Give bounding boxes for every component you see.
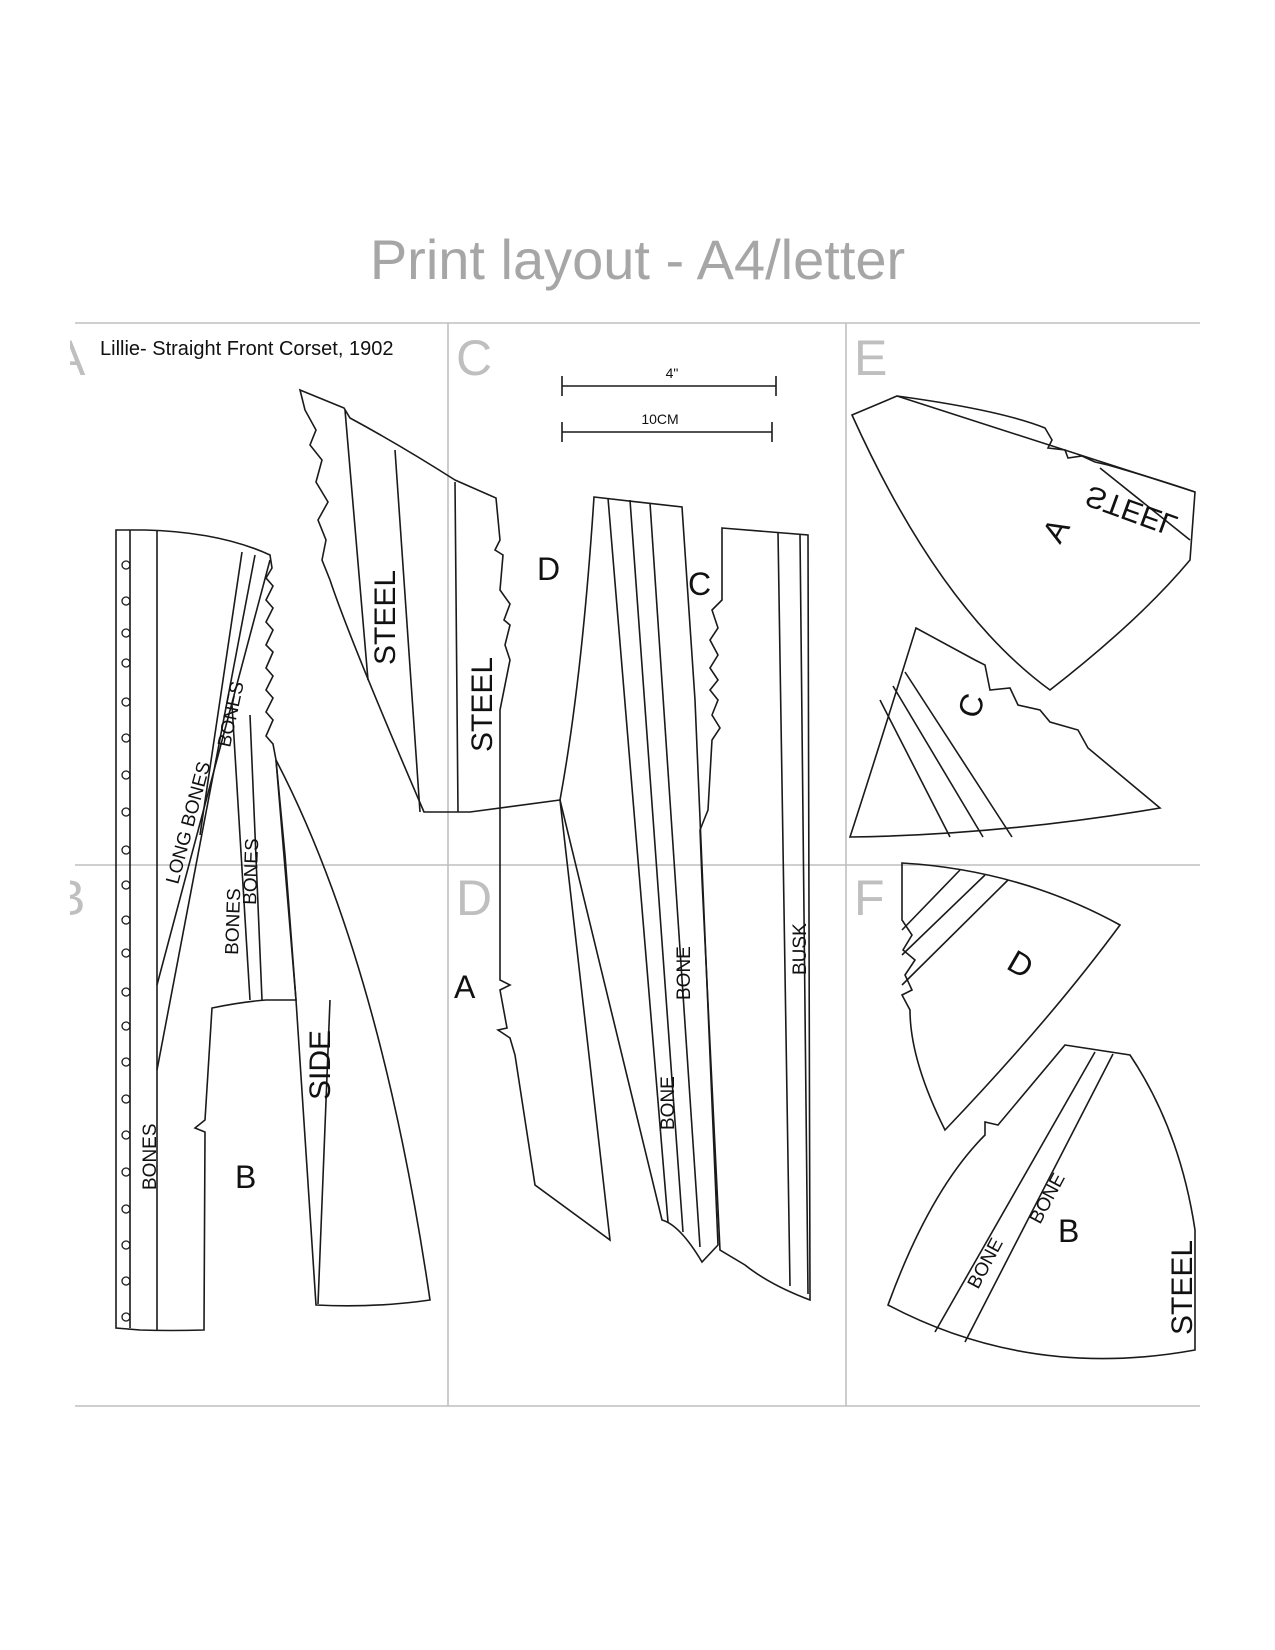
side-label: SIDE [304, 1030, 337, 1100]
bone-label: BONE [658, 1076, 679, 1130]
eyelet-holes [121, 560, 131, 1322]
pattern-piece-c: C BUSK [688, 527, 811, 1302]
busk-label: BUSK [790, 923, 811, 975]
pattern-piece-side: SIDE [275, 759, 431, 1307]
scale-bars: 4" 10CM [561, 365, 777, 442]
steel-label: STEEL [1166, 1240, 1199, 1335]
print-grid [75, 322, 1200, 1407]
scale-cm-label: 10CM [641, 411, 678, 427]
pattern-piece-a: STEEL STEEL A [298, 388, 612, 1242]
section-letter-c: C [456, 330, 492, 386]
bone-label: BONE [964, 1235, 1008, 1292]
piece-label-f-b: B [1058, 1213, 1079, 1249]
pattern-piece-d: D BONE BONE [537, 496, 719, 1264]
bones-label: BONES [222, 888, 245, 955]
bone-label: BONE [674, 946, 695, 1000]
pattern-piece-e-a: A STEEL [850, 395, 1196, 692]
piece-label-e-a: A [1035, 511, 1077, 548]
section-letter-f: F [854, 870, 885, 926]
pattern-piece-f-b: B BONE BONE STEEL [887, 1044, 1199, 1360]
steel-label: STEEL [369, 570, 402, 665]
section-letter-d: D [456, 870, 492, 926]
steel-label: STEEL [1081, 478, 1182, 542]
bones-label: BONES [240, 838, 263, 905]
piece-label-c: C [688, 566, 711, 602]
section-letter-a: A [52, 330, 86, 386]
bones-label: BONES [214, 680, 248, 749]
steel-label: STEEL [466, 657, 499, 752]
piece-label-d: D [537, 551, 560, 587]
pattern-piece-e-c: C [848, 626, 1162, 838]
piece-label-f-d: D [1002, 943, 1040, 986]
scale-inch-label: 4" [666, 365, 679, 381]
section-letter-e: E [854, 330, 887, 386]
piece-label-a: A [454, 969, 476, 1005]
piece-label-b: B [235, 1159, 256, 1195]
bones-label: BONES [140, 1123, 161, 1190]
piece-label-e-c: C [950, 689, 991, 722]
pattern-title: Lillie- Straight Front Corset, 1902 [100, 338, 393, 360]
page-title: Print layout - A4/letter [369, 228, 906, 291]
pattern-piece-b: B BONES LONG BONES BONES BONES BONES [115, 529, 297, 1332]
section-letter-b: B [52, 870, 85, 926]
pattern-piece-f-d: D [900, 862, 1122, 1132]
